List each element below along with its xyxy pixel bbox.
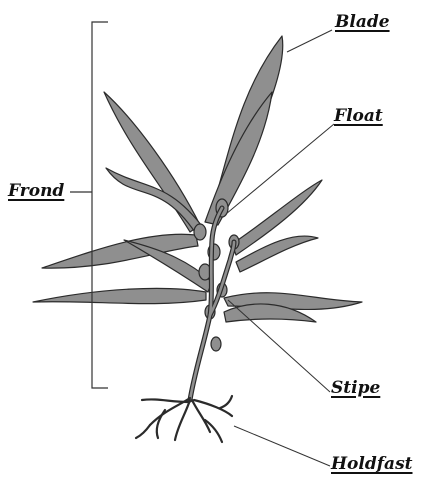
holdfast-leader — [234, 426, 330, 466]
blade-leader — [287, 30, 332, 52]
blade-lower-left — [33, 288, 206, 303]
holdfast-roots — [136, 396, 232, 442]
blade-top-inner — [205, 92, 272, 225]
holdfast-label: Holdfast — [331, 456, 413, 473]
stipe-label: Stipe — [331, 380, 380, 397]
float-8 — [211, 337, 221, 351]
float-label: Float — [334, 108, 383, 125]
frond-bracket — [70, 22, 108, 388]
frond-label: Frond — [8, 183, 64, 200]
float-2 — [194, 224, 206, 240]
blade-label: Blade — [335, 14, 390, 31]
